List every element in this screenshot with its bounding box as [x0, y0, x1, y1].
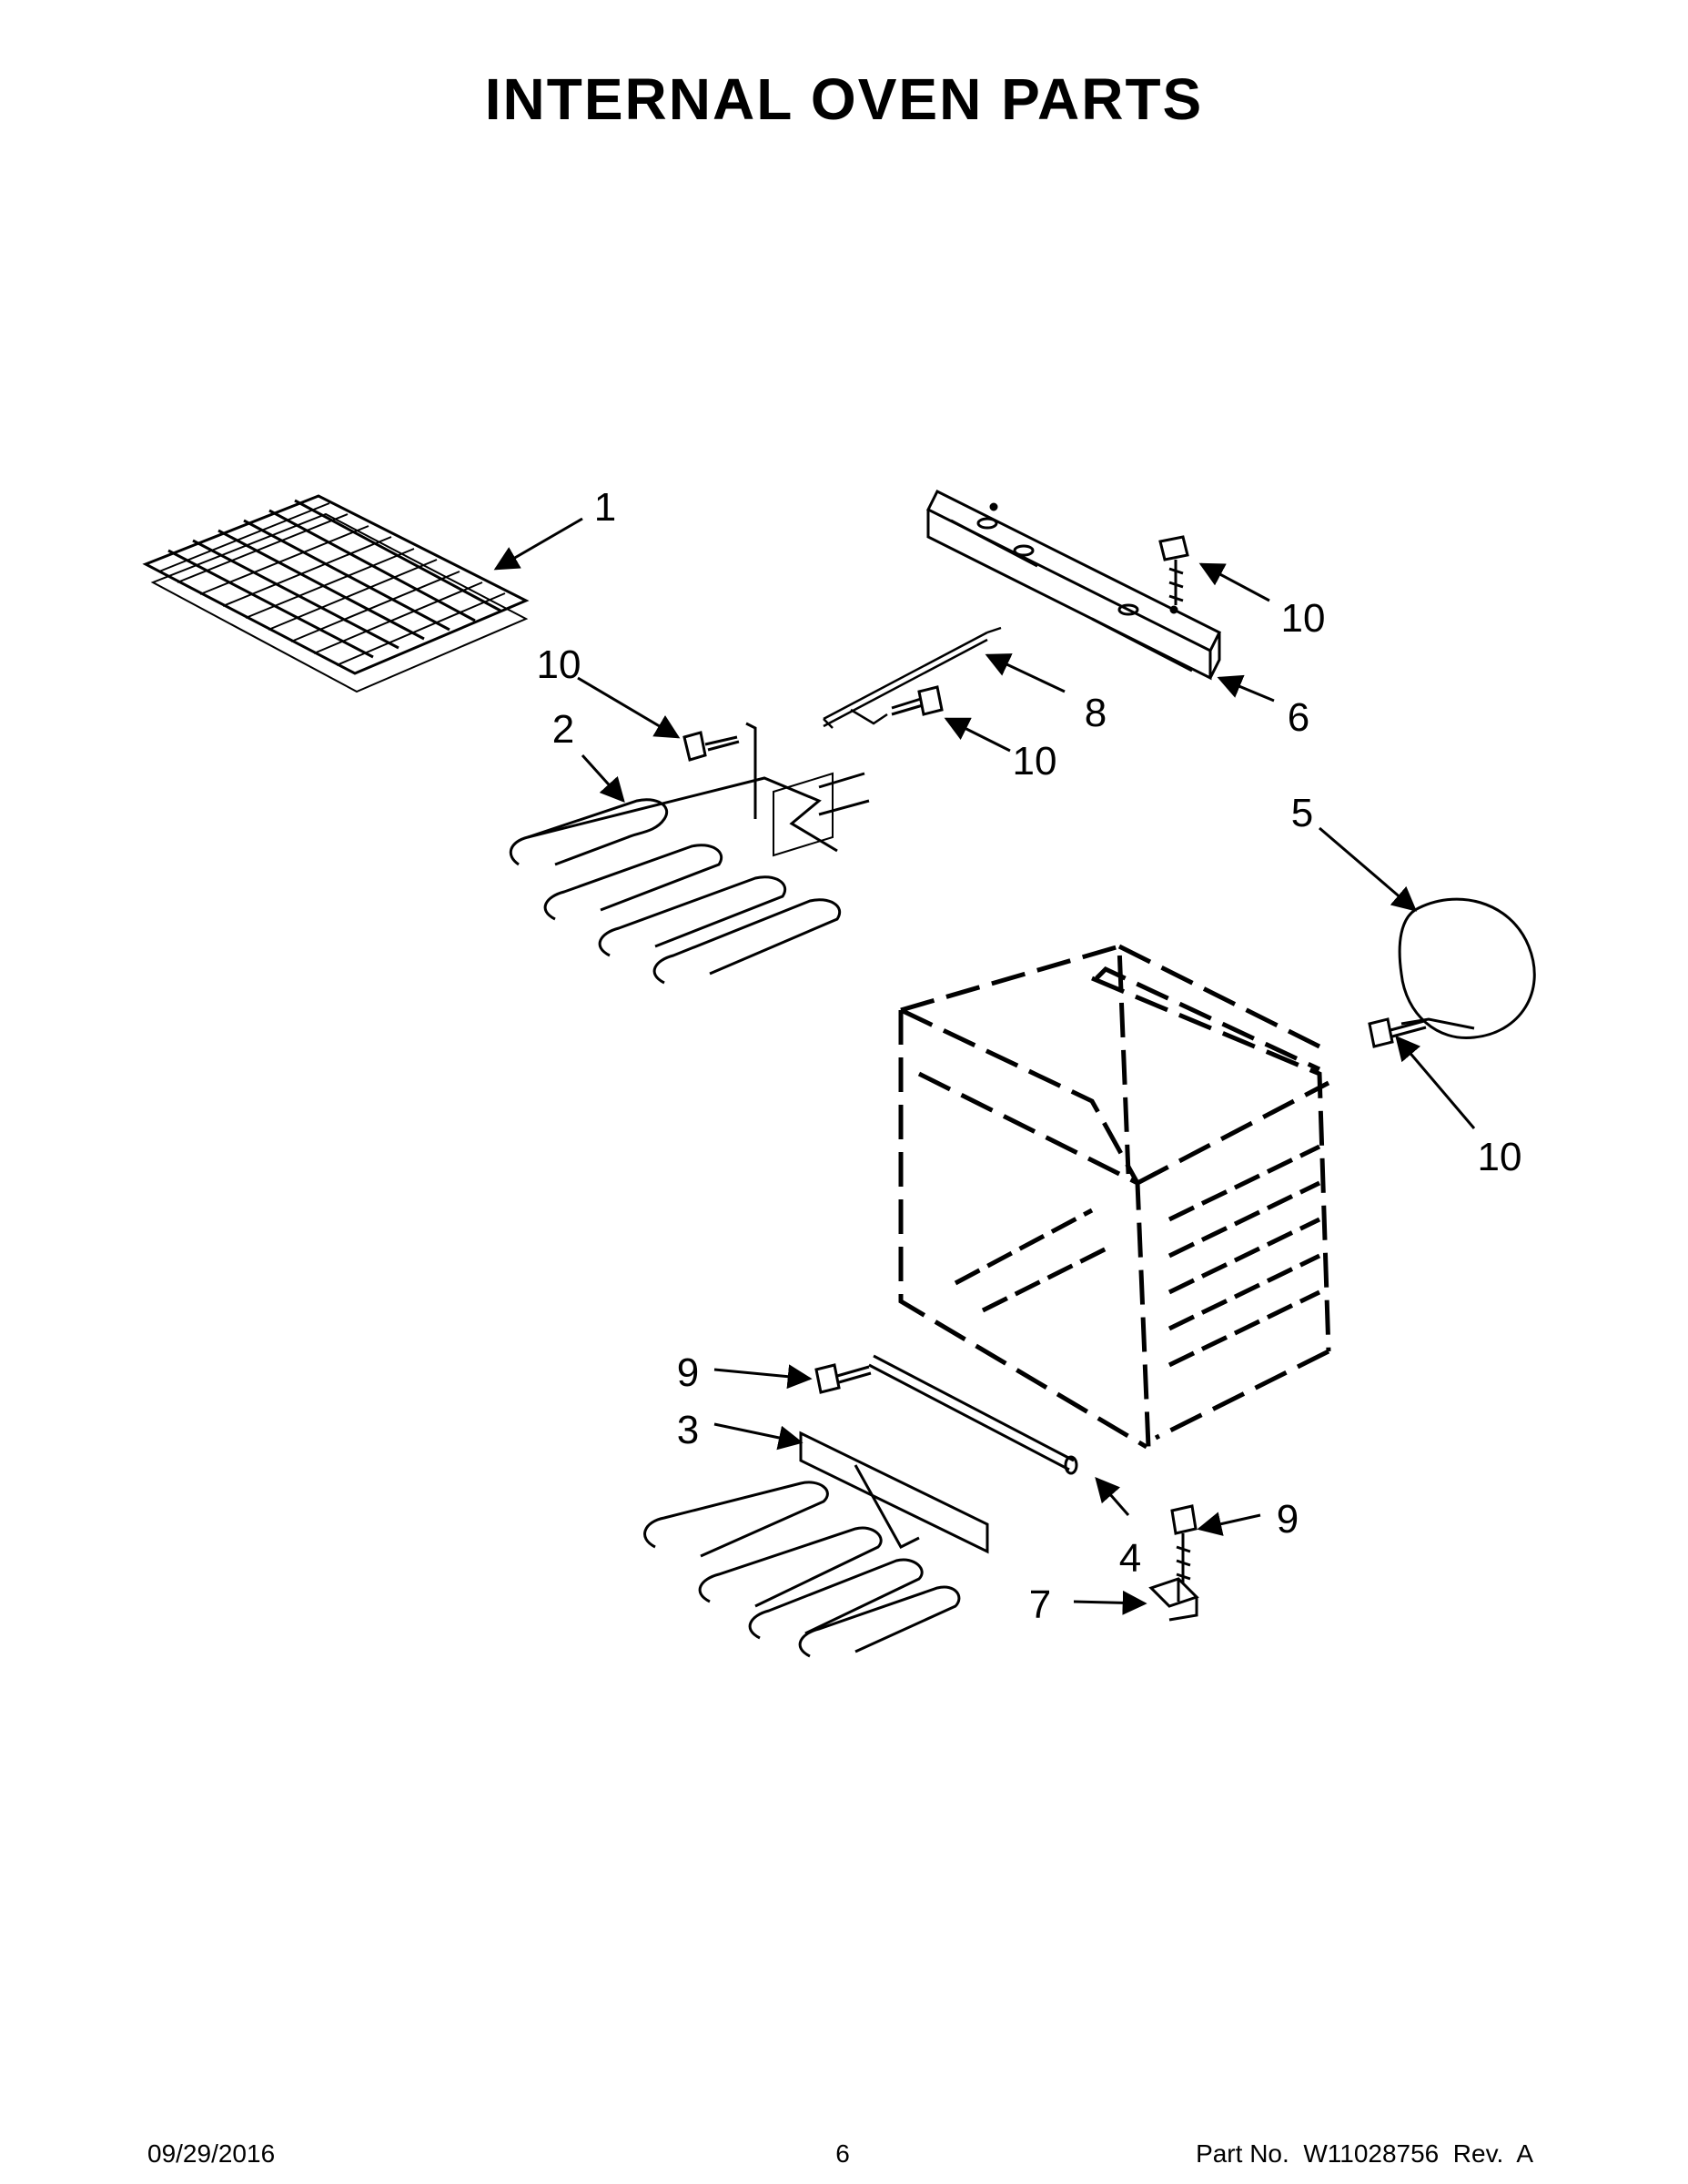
arrow-10-top — [1198, 562, 1270, 602]
arrow-8 — [985, 653, 1066, 693]
callout-10: 10 — [1012, 739, 1057, 784]
arrow-9-left — [713, 1364, 813, 1390]
arrow-3 — [713, 1422, 804, 1451]
page-number: 6 — [835, 2139, 850, 2168]
callout-7: 7 — [1028, 1582, 1052, 1627]
page-title: INTERNAL OVEN PARTS — [484, 66, 1204, 132]
broil-element-part — [509, 722, 870, 985]
arrow-4 — [1095, 1476, 1130, 1516]
callout-3: 3 — [676, 1408, 700, 1452]
arrow-2 — [581, 753, 625, 804]
tube-part — [868, 1354, 1078, 1475]
oven-rack-part — [142, 494, 530, 693]
oven-cavity-part — [898, 943, 1331, 1450]
callout-10: 10 — [536, 642, 581, 687]
screw-part-9-left — [814, 1363, 872, 1394]
part-number: Part No. W11028756 Rev. A — [1196, 2139, 1533, 2168]
callout-2: 2 — [551, 707, 575, 752]
screw-part-10-mid — [891, 685, 944, 716]
callout-8: 8 — [1084, 691, 1107, 735]
screw-part-10-top — [1158, 535, 1189, 605]
gasket-part — [1398, 897, 1536, 1040]
arrow-5 — [1319, 826, 1418, 912]
callout-6: 6 — [1287, 695, 1310, 740]
callout-9: 9 — [676, 1350, 700, 1395]
arrow-10-right — [1395, 1035, 1476, 1129]
bake-element-part — [643, 1431, 989, 1658]
screw-part-10-right — [1368, 1017, 1427, 1048]
arrow-1 — [493, 517, 583, 571]
arrow-10-left — [577, 676, 681, 739]
callout-5: 5 — [1290, 791, 1314, 835]
footer-date: 09/29/2016 — [147, 2139, 276, 2168]
small-bracket-part — [1148, 1577, 1199, 1622]
mounting-bracket-part — [925, 489, 1222, 681]
screw-part-9-right — [1170, 1504, 1198, 1583]
arrow-7 — [1073, 1590, 1147, 1615]
screw-part-10-left — [682, 731, 740, 762]
callout-1: 1 — [593, 485, 617, 530]
callout-arrows — [493, 517, 1476, 1615]
arrow-6 — [1217, 674, 1275, 703]
arrow-9-right — [1197, 1512, 1261, 1536]
callout-10: 10 — [1280, 596, 1326, 641]
oven-sensor-part — [823, 626, 1002, 729]
arrow-10-mid — [944, 717, 1011, 753]
callout-9: 9 — [1276, 1497, 1299, 1542]
callout-4: 4 — [1118, 1536, 1142, 1581]
rack-supports — [954, 1144, 1321, 1368]
callout-10: 10 — [1477, 1135, 1522, 1179]
